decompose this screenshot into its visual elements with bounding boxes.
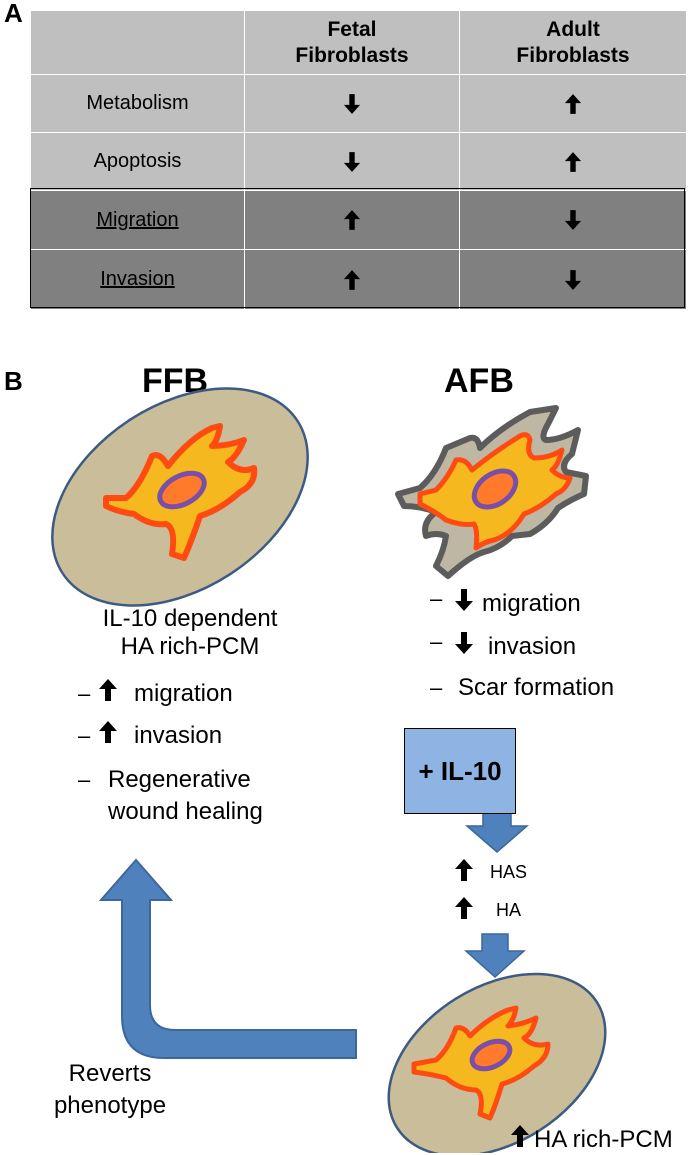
arrow-down-icon xyxy=(343,150,361,172)
dash: – xyxy=(430,628,443,654)
arrow-up-icon xyxy=(343,209,361,231)
afb-nucleus xyxy=(471,468,519,510)
adult-cell xyxy=(459,190,687,250)
bottom-result: HA rich-PCM xyxy=(510,1124,673,1155)
row-label-text: Migration xyxy=(96,208,179,231)
arrow-up-icon xyxy=(510,1124,530,1155)
ffb-item-label: invasion xyxy=(134,721,223,749)
bottom-nucleus xyxy=(469,1038,513,1072)
arrow-up-glyph xyxy=(564,151,582,172)
revert-arrow xyxy=(98,858,357,1059)
afb-scar: – Scar formation xyxy=(430,674,614,702)
row-label: Invasion xyxy=(30,249,245,310)
header-adult: Adult Fibroblasts xyxy=(459,10,687,75)
table-row: Metabolism xyxy=(30,74,687,133)
fetal-cell xyxy=(244,132,460,191)
afb-item-label: invasion xyxy=(488,632,577,660)
fetal-cell xyxy=(244,249,460,310)
row-label: Apoptosis xyxy=(30,132,245,191)
arrow-up-icon xyxy=(454,896,474,925)
arrow-up-glyph xyxy=(511,1125,529,1147)
arrow-up-glyph xyxy=(99,721,117,743)
arrow-down-glyph xyxy=(455,632,473,654)
arrow-down-glyph xyxy=(564,269,582,290)
table-row: Migration xyxy=(30,190,687,250)
table-row: Apoptosis xyxy=(30,132,687,191)
afb-item-invasion: – invasion xyxy=(430,628,577,662)
panel-a-letter: A xyxy=(4,0,23,28)
table-row: Invasion xyxy=(30,249,687,310)
bottom-cell-group xyxy=(387,972,607,1153)
row-label-text: Invasion xyxy=(100,268,175,290)
arrow-up-icon xyxy=(343,268,361,290)
adult-cell xyxy=(459,132,687,191)
adult-cell xyxy=(459,249,687,310)
ffb-item-label: migration xyxy=(134,679,233,707)
dash: – xyxy=(430,675,443,700)
afb-item-migration: – migration xyxy=(430,585,581,619)
arrow-up-glyph xyxy=(343,210,361,231)
effect-label: HAS xyxy=(490,862,528,882)
fetal-cell xyxy=(244,190,460,250)
ffb-desc-line1: IL-10 dependent xyxy=(102,605,278,632)
ffb-item-migration: – migration xyxy=(78,678,233,709)
adult-cell xyxy=(459,74,687,133)
header-fetal-line1: Fetal xyxy=(327,17,377,41)
ffb-nucleus xyxy=(157,470,207,510)
arrow-down-icon xyxy=(564,209,582,231)
row-label: Metabolism xyxy=(30,74,245,133)
afb-cell-group xyxy=(395,405,589,579)
afb-scar-label: Scar formation xyxy=(458,674,615,701)
il10-treatment-box: + IL-10 xyxy=(404,728,516,814)
dash: – xyxy=(78,680,91,706)
dash: – xyxy=(78,767,91,792)
arrow-down-glyph xyxy=(455,589,473,611)
ffb-regen-line2: wound healing xyxy=(108,798,263,825)
row-label: Migration xyxy=(30,190,245,250)
fetal-cell xyxy=(244,74,460,133)
afb-title: AFB xyxy=(444,362,514,400)
table-header-row: Fetal Fibroblasts Adult Fibroblasts xyxy=(30,10,687,75)
down-arrow-2 xyxy=(464,933,526,979)
arrow-up-icon xyxy=(564,92,582,114)
reverts-line2: phenotype xyxy=(53,1092,167,1119)
effect-ha: HA xyxy=(454,896,521,925)
effect-has: HAS xyxy=(454,858,527,887)
dash: – xyxy=(430,585,443,611)
arrow-up-glyph xyxy=(99,679,117,701)
ffb-item-invasion: – invasion xyxy=(78,720,222,751)
ffb-regen: – Regenerative xyxy=(78,766,251,794)
arrow-down-icon xyxy=(454,631,474,662)
arrow-down-icon xyxy=(454,588,474,619)
ffb-desc-line2: HA rich-PCM xyxy=(120,633,260,660)
down-arrow-1 xyxy=(464,812,530,853)
arrow-down-glyph xyxy=(343,93,361,114)
arrow-up-icon xyxy=(564,150,582,172)
arrow-up-glyph xyxy=(455,859,473,881)
dash: – xyxy=(78,722,91,748)
ffb-regen-line1: Regenerative xyxy=(108,766,251,793)
arrow-up-glyph xyxy=(343,269,361,290)
arrow-up-icon xyxy=(98,720,118,751)
header-fetal-line2: Fibroblasts xyxy=(295,43,409,67)
result-label: HA rich-PCM xyxy=(534,1125,673,1153)
effect-label: HA xyxy=(496,900,522,920)
panel-b-letter: B xyxy=(4,366,23,396)
arrow-down-icon xyxy=(343,92,361,114)
header-adult-line2: Fibroblasts xyxy=(516,43,630,67)
arrow-up-glyph xyxy=(455,897,473,919)
comparison-table: Fetal Fibroblasts Adult Fibroblasts Meta… xyxy=(30,10,687,310)
arrow-down-icon xyxy=(564,268,582,290)
arrow-down-glyph xyxy=(564,210,582,231)
afb-item-label: migration xyxy=(482,589,581,617)
arrow-down-glyph xyxy=(343,151,361,172)
arrow-up-glyph xyxy=(564,93,582,114)
arrow-up-icon xyxy=(454,858,474,887)
arrow-up-icon xyxy=(98,678,118,709)
reverts-line1: Reverts xyxy=(68,1060,152,1087)
ffb-cell-group xyxy=(51,387,309,607)
header-adult-line1: Adult xyxy=(546,17,600,41)
